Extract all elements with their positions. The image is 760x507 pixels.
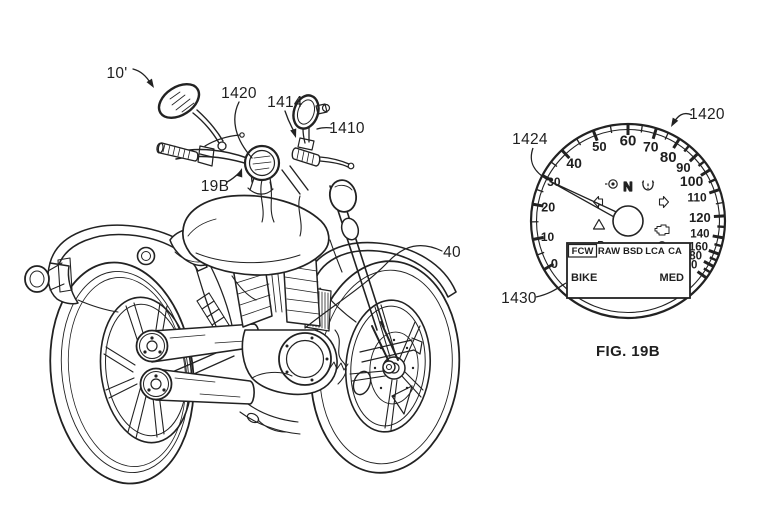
turn-right-icon xyxy=(660,197,669,208)
gauge-tick xyxy=(709,250,719,254)
gauge-scale-label: 120 xyxy=(689,210,711,225)
ref-label-40: 40 xyxy=(443,244,461,261)
status-item-lca: LCA xyxy=(645,246,665,257)
headlight xyxy=(327,178,359,215)
warning-triangle-icon xyxy=(594,220,605,230)
ref-arrowhead-19B xyxy=(236,167,245,178)
gauge-tick xyxy=(716,202,723,203)
front-signal xyxy=(339,216,361,242)
ref-label-1420-gauge: 1420 xyxy=(689,106,725,123)
gauge-needle xyxy=(550,181,618,218)
left-mirror xyxy=(153,77,226,150)
motorcycle-illustration xyxy=(25,77,468,492)
gauge-scale-label: 100 xyxy=(680,173,704,189)
muffler-end-cap-upper xyxy=(137,331,168,362)
gauge-scale-label: 140 xyxy=(690,229,709,241)
ref-label-1430: 1430 xyxy=(501,290,537,307)
gauge-tick xyxy=(641,125,642,132)
gauge-tick xyxy=(704,261,714,266)
ref-leader-1420-bike xyxy=(235,102,252,158)
ref-label-1410: 1410 xyxy=(329,120,365,137)
status-item-ca: CA xyxy=(668,246,682,257)
gauge-tick xyxy=(653,128,656,139)
status-med-label: MED xyxy=(660,272,685,284)
gauge-scale-label: 80 xyxy=(660,149,677,166)
ref-leader-1424 xyxy=(531,148,548,180)
gauge-tick xyxy=(704,268,710,272)
ref-arrowhead-1414 xyxy=(290,128,299,139)
status-item-raw: RAW xyxy=(598,246,620,257)
gauge-needle-hub xyxy=(613,206,643,236)
gauge-scale-label: 10 xyxy=(541,230,555,244)
status-bike-label: BIKE xyxy=(571,272,597,284)
right-controls xyxy=(292,138,354,169)
ref-label-19B: 19B xyxy=(201,178,229,195)
ref-label-1414: 1414 xyxy=(267,94,303,111)
fender-signal-lamp xyxy=(138,248,155,265)
fuel-tank xyxy=(183,196,329,276)
gauge-scale-label: 50 xyxy=(592,139,606,154)
gauge-scale-label: 70 xyxy=(643,138,659,154)
tpms-icon xyxy=(642,181,654,191)
high-beam-icon xyxy=(605,180,617,188)
gauge-tick xyxy=(674,139,680,148)
ref-label-1424: 1424 xyxy=(512,131,548,148)
master-cylinder xyxy=(298,138,314,150)
gauge-tick xyxy=(610,126,611,133)
gauge-tick xyxy=(714,216,725,217)
ref-leader-1430 xyxy=(536,283,566,297)
gauge-scale-label: 20 xyxy=(541,200,555,214)
gauge-status-box: FCW RAW BSD LCA CA BIKE MED xyxy=(567,243,690,298)
check-engine-icon xyxy=(655,225,669,235)
throttle-grip xyxy=(292,148,319,166)
ref-label-10: 10' xyxy=(106,65,127,82)
ref-label-1420-bike: 1420 xyxy=(221,85,257,102)
gauge-scale-label: 40 xyxy=(566,155,582,171)
brake-lever xyxy=(320,157,349,167)
status-item-bsd: BSD xyxy=(623,246,643,257)
figure-caption: FIG. 19B xyxy=(596,343,660,360)
status-item-fcw: FCW xyxy=(572,246,594,257)
gauge-scale-label: 60 xyxy=(620,132,637,149)
gauge-figure: 0102030405060708090100110120140160180200… xyxy=(501,106,725,360)
gauge-scale-label: 110 xyxy=(687,190,707,204)
muffler-end-cap-lower xyxy=(141,369,172,400)
bike-gauge-cluster xyxy=(245,146,279,194)
neutral-indicator: N xyxy=(623,179,632,194)
gauge-tick xyxy=(713,236,724,238)
gauge-scale-label: 0 xyxy=(551,256,558,271)
exhaust-mufflers xyxy=(137,324,260,404)
gauge-tick xyxy=(698,272,707,278)
gauge-tick xyxy=(709,189,719,193)
